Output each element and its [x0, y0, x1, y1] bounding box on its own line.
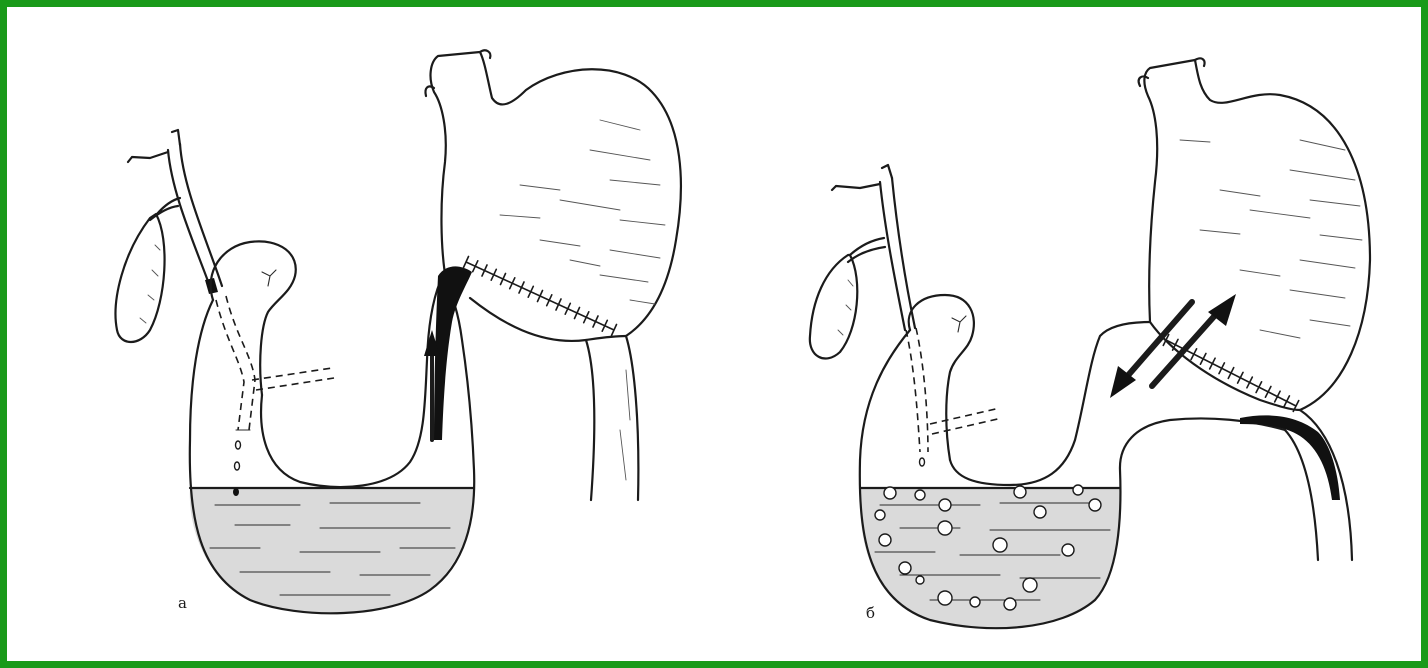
food-particle: [875, 510, 885, 520]
food-particle: [1023, 578, 1037, 592]
panel-b-pancreatic-duct: [930, 408, 1002, 434]
panel-b-hepatic-branches: [832, 165, 892, 190]
panel-a-label: а: [178, 594, 187, 612]
food-particle: [1062, 544, 1074, 556]
panel-b-gallbladder: [810, 255, 857, 359]
food-particle: [970, 597, 980, 607]
panel-b-efferent-shading: [1240, 415, 1340, 500]
food-particle: [916, 576, 924, 584]
panel-b-cystic-duct: [848, 238, 885, 262]
food-particle: [1073, 485, 1083, 495]
food-particle: [938, 591, 952, 605]
panel-a-efferent-shading: [620, 370, 630, 480]
panel-a-pancreatic-duct: [252, 368, 334, 390]
food-particle: [938, 521, 952, 535]
panel-a: а: [116, 50, 681, 613]
panel-b-bile-duct: [880, 178, 915, 330]
food-particle: [939, 499, 951, 511]
food-particle: [1014, 486, 1026, 498]
panel-b-bile-drop: [920, 458, 925, 466]
food-particle: [915, 490, 925, 500]
panel-a-afferent-loop-inner-wall: [261, 282, 440, 487]
panel-b-duodenal-stump: [909, 295, 974, 460]
panel-b-stomach-shading: [1180, 140, 1362, 338]
panel-a-stomach: [431, 52, 681, 336]
panel-a-cystic-duct: [150, 198, 180, 220]
panel-a-stomach-shading: [500, 120, 665, 304]
panel-b-label: б: [866, 604, 875, 622]
panel-a-bile-drop: [236, 441, 241, 449]
panel-b: б: [810, 58, 1370, 628]
panel-b-stump-mark: [952, 316, 966, 332]
food-particle: [993, 538, 1007, 552]
food-particle: [1004, 598, 1016, 610]
panel-a-bile-drop: [235, 462, 240, 470]
panel-a-bile-drop: [233, 488, 239, 496]
panel-a-hepatic-branches: [128, 130, 180, 162]
food-particle: [899, 562, 911, 574]
panel-a-duodenal-stump: [211, 241, 296, 395]
panel-a-gallbladder: [116, 214, 165, 342]
panel-a-efferent-loop-left-wall: [586, 340, 594, 500]
panel-b-intramural-bile-duct: [906, 328, 928, 452]
panel-a-stump-mark: [262, 270, 276, 286]
panel-b-gallbladder-shading: [838, 280, 853, 335]
food-particle: [1089, 499, 1101, 511]
panel-a-efferent-loop-right-wall: [626, 336, 638, 500]
panel-b-efferent-loop-left-wall: [1285, 430, 1318, 560]
panel-b-arrow-down-shaft: [1124, 302, 1192, 380]
food-particle: [884, 487, 896, 499]
food-particle: [879, 534, 891, 546]
food-particle: [1034, 506, 1046, 518]
panel-a-anastomosis-shading: [434, 266, 472, 440]
panel-a-suture-line: [464, 257, 617, 336]
panel-a-intramural-bile-duct: [216, 296, 255, 430]
panel-b-fluid: [860, 488, 1120, 628]
